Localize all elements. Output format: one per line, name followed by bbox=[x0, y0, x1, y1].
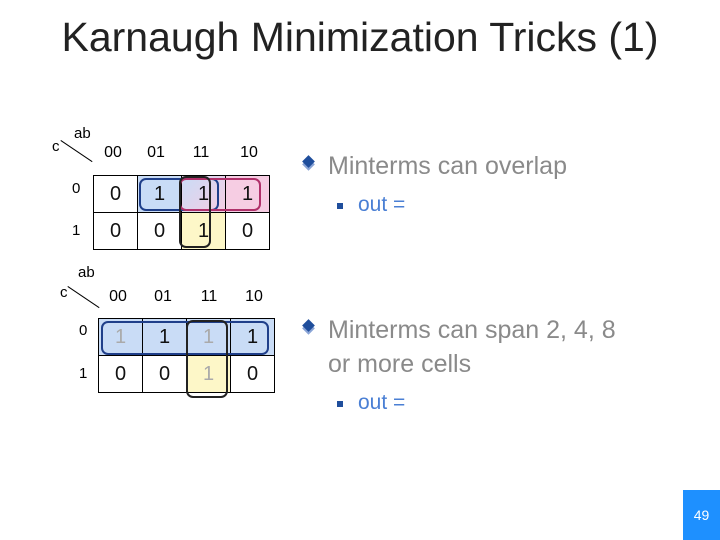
bullet-main-line1: Minterms can span 2, 4, 8 bbox=[328, 316, 616, 344]
kmap-cell: 0 bbox=[93, 175, 138, 213]
kmap-row-var: c bbox=[52, 138, 60, 155]
kmap-corner-diagonal bbox=[67, 286, 100, 309]
kmap-cell: 0 bbox=[230, 355, 275, 393]
kmap-cell: 1 bbox=[225, 175, 270, 213]
bullet-sub: out = bbox=[358, 391, 406, 414]
kmap-cell: 0 bbox=[137, 212, 182, 250]
kmap-row-header: 0 bbox=[72, 180, 81, 197]
kmap-col-header: 11 bbox=[200, 288, 218, 305]
kmap-col-header: 10 bbox=[240, 144, 258, 161]
group-loop-blue bbox=[101, 321, 269, 355]
bullet-diamond-icon bbox=[302, 155, 315, 168]
bullet-main: Minterms can overlap bbox=[328, 152, 567, 180]
kmap-cell: 0 bbox=[98, 355, 143, 393]
slide-title: Karnaugh Minimization Tricks (1) bbox=[61, 14, 659, 60]
kmap-cell: 1 bbox=[181, 212, 226, 250]
kmap-cell: 1 bbox=[186, 318, 231, 356]
kmap-col-header: 01 bbox=[154, 288, 172, 305]
group-loop-yellow bbox=[179, 176, 211, 248]
kmap-col-header: 01 bbox=[147, 144, 165, 161]
bullet-diamond-icon bbox=[302, 319, 315, 332]
kmap-row-header: 1 bbox=[79, 365, 88, 382]
sub-bullet-square-icon bbox=[337, 401, 343, 407]
kmap-col-var: ab bbox=[78, 264, 95, 281]
kmap-row-header: 0 bbox=[79, 322, 88, 339]
group-loop-yellow bbox=[186, 320, 228, 398]
kmap-grid: 1 1 1 1 0 0 1 0 bbox=[98, 318, 275, 393]
slide-number-badge: 49 bbox=[683, 490, 720, 540]
kmap-row-var: c bbox=[60, 284, 68, 301]
kmap-row-header: 1 bbox=[72, 222, 81, 239]
kmap-cell: 0 bbox=[142, 355, 187, 393]
kmap-cell: 0 bbox=[225, 212, 270, 250]
kmap-cell: 0 bbox=[93, 212, 138, 250]
kmap-col-header: 00 bbox=[104, 144, 122, 161]
kmap-col-var: ab bbox=[74, 125, 91, 142]
kmap-col-header: 10 bbox=[245, 288, 263, 305]
bullet-main-line2: or more cells bbox=[328, 350, 472, 378]
kmap-corner-diagonal bbox=[60, 140, 93, 163]
bullet-sub: out = bbox=[358, 193, 406, 216]
kmap-cell: 1 bbox=[186, 355, 231, 393]
kmap-col-header: 11 bbox=[192, 144, 210, 161]
sub-bullet-square-icon bbox=[337, 203, 343, 209]
kmap-col-header: 00 bbox=[109, 288, 127, 305]
